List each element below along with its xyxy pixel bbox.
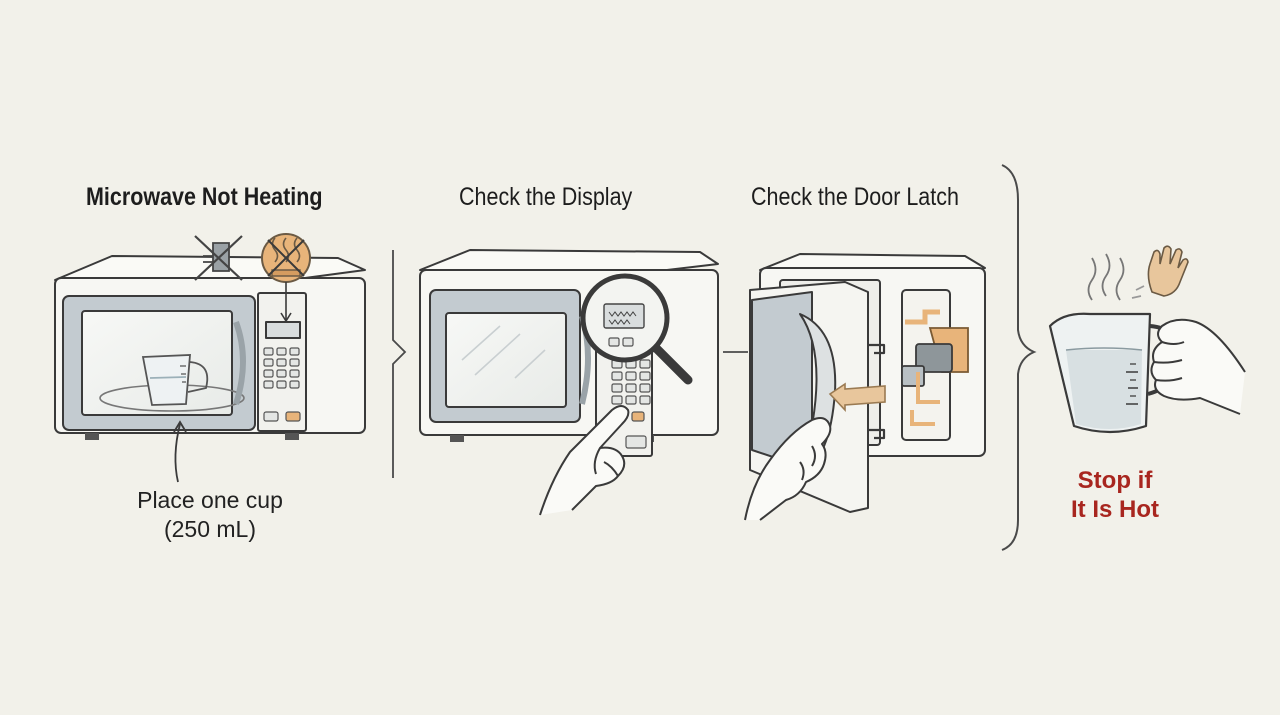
step-title-check-door-latch: Check the Door Latch bbox=[751, 183, 959, 211]
hot-measuring-cup bbox=[1048, 312, 1180, 434]
hot-steam-icon bbox=[1087, 253, 1145, 301]
latch-mechanism bbox=[901, 309, 969, 426]
cup-caption: Place one cup (250 mL) bbox=[120, 486, 300, 544]
pointing-hand bbox=[539, 405, 630, 516]
keypad-1 bbox=[263, 347, 301, 422]
door-push-arrow bbox=[828, 382, 886, 413]
step-title-microwave-not-heating: Microwave Not Heating bbox=[86, 183, 323, 211]
cup-holding-hand bbox=[1150, 318, 1246, 415]
magnifier-icon bbox=[580, 273, 693, 385]
divider-1 bbox=[392, 250, 407, 478]
warning-stop-if-hot: Stop if It Is Hot bbox=[1052, 466, 1178, 524]
warning-line1: Stop if bbox=[1077, 467, 1153, 494]
microwave-1 bbox=[54, 255, 366, 440]
cup-caption-line1: Place one cup bbox=[137, 487, 283, 513]
stop-hand-icon bbox=[1147, 245, 1189, 297]
no-plug-icon bbox=[194, 235, 243, 281]
cup-pointer-arrow bbox=[173, 420, 187, 483]
cup-caption-line2: (250 mL) bbox=[163, 516, 257, 542]
microwave-3 bbox=[749, 253, 986, 513]
door-hand bbox=[744, 417, 832, 521]
measuring-cup bbox=[141, 354, 209, 406]
divider-2 bbox=[1001, 164, 1037, 551]
step-title-check-display: Check the Display bbox=[459, 183, 633, 211]
no-heat-icon bbox=[261, 233, 311, 323]
microwave-2 bbox=[419, 249, 719, 457]
warning-line2: It Is Hot bbox=[1071, 496, 1159, 523]
